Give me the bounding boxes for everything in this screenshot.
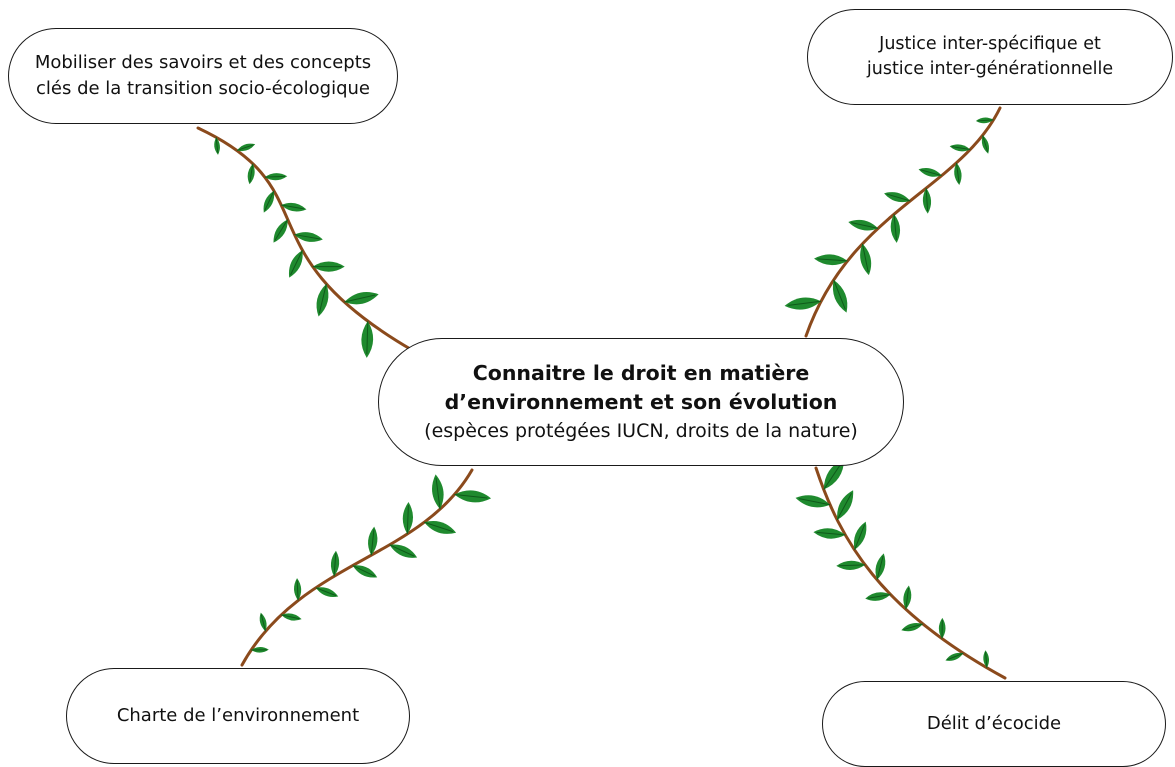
leaf-icon xyxy=(954,162,962,186)
central-node-title-line2: d’environnement et son évolution xyxy=(444,390,838,415)
leaf-icon xyxy=(784,297,822,310)
leaf-icon xyxy=(832,279,848,313)
vine-bottom-right xyxy=(795,458,1007,680)
leaf-icon xyxy=(402,502,414,534)
vine-bottom-left xyxy=(240,468,492,667)
leaf-icon xyxy=(853,521,867,551)
node-savoirs-concepts: Mobiliser des savoirs et des concepts cl… xyxy=(8,28,398,124)
leaf-icon xyxy=(813,528,846,539)
leaf-icon xyxy=(981,135,990,154)
node-delit-ecocide: Délit d’écocide xyxy=(822,681,1166,767)
leaf-icon xyxy=(264,173,288,181)
leaf-icon xyxy=(860,243,872,276)
vine-top-right xyxy=(784,106,1002,338)
leaf-icon xyxy=(330,550,340,577)
leaf-icon xyxy=(814,254,848,266)
leaf-icon xyxy=(288,250,303,278)
leaf-icon xyxy=(975,117,994,124)
vine-stem xyxy=(804,106,1002,338)
node-charte-environnement-label: Charte de l’environnement xyxy=(116,704,360,726)
vine-stem xyxy=(196,126,414,352)
leaf-icon xyxy=(263,190,275,213)
node-justice: Justice inter-spécifique et justice inte… xyxy=(807,9,1173,105)
leaf-icon xyxy=(454,490,492,503)
leaf-icon xyxy=(875,553,886,580)
node-delit-ecocide-label: Délit d’écocide xyxy=(926,712,1062,734)
leaf-icon xyxy=(949,144,971,152)
central-node-title-line1: Connaitre le droit en matière xyxy=(472,360,810,385)
leaf-icon xyxy=(848,219,879,231)
leaf-icon xyxy=(281,202,307,212)
node-charte-environnement: Charte de l’environnement xyxy=(66,668,410,764)
leaf-icon xyxy=(865,592,891,601)
leaf-icon xyxy=(945,652,964,661)
leaf-icon xyxy=(836,560,866,570)
leaf-icon xyxy=(922,188,932,214)
leaf-icon xyxy=(938,617,946,639)
leaf-icon xyxy=(273,219,289,243)
leaf-icon xyxy=(315,587,339,597)
leaf-icon xyxy=(795,495,831,508)
leaf-icon xyxy=(247,163,255,185)
leaf-icon xyxy=(361,321,374,358)
leaf-icon xyxy=(389,544,418,558)
leaf-icon xyxy=(344,292,379,305)
node-justice-line1: Justice inter-spécifique et xyxy=(879,33,1101,54)
leaf-icon xyxy=(281,613,302,621)
central-node-subtitle: (espèces protégées IUCN, droits de la na… xyxy=(424,419,858,442)
leaf-icon xyxy=(884,192,911,203)
leaf-icon xyxy=(901,622,924,632)
leaf-icon xyxy=(294,232,323,242)
leaf-icon xyxy=(251,647,269,653)
leaf-icon xyxy=(294,578,302,601)
node-savoirs-concepts-line2: clés de la transition socio-écologique xyxy=(36,78,370,99)
leaf-icon xyxy=(214,137,220,155)
leaf-icon xyxy=(259,612,267,632)
leaf-icon xyxy=(983,650,989,668)
vine-stem xyxy=(240,468,474,667)
leaf-icon xyxy=(316,283,329,317)
leaf-icon xyxy=(312,261,345,272)
leaf-icon xyxy=(432,474,444,510)
leaf-icon xyxy=(368,526,378,556)
node-justice-line2: justice inter-générationnelle xyxy=(866,59,1114,79)
leaf-icon xyxy=(890,214,901,243)
leaf-icon xyxy=(903,585,912,610)
node-savoirs-concepts-line1: Mobiliser des savoirs et des concepts xyxy=(34,51,372,73)
leaf-icon xyxy=(918,168,942,177)
central-node: Connaitre le droit en matière d’environn… xyxy=(378,338,904,466)
leaf-icon xyxy=(823,458,845,490)
vine-top-left xyxy=(196,126,414,358)
leaf-icon xyxy=(352,565,378,578)
leaf-icon xyxy=(236,143,256,152)
vine-stem xyxy=(814,466,1007,680)
leaf-icon xyxy=(836,490,854,521)
leaf-icon xyxy=(424,521,457,534)
